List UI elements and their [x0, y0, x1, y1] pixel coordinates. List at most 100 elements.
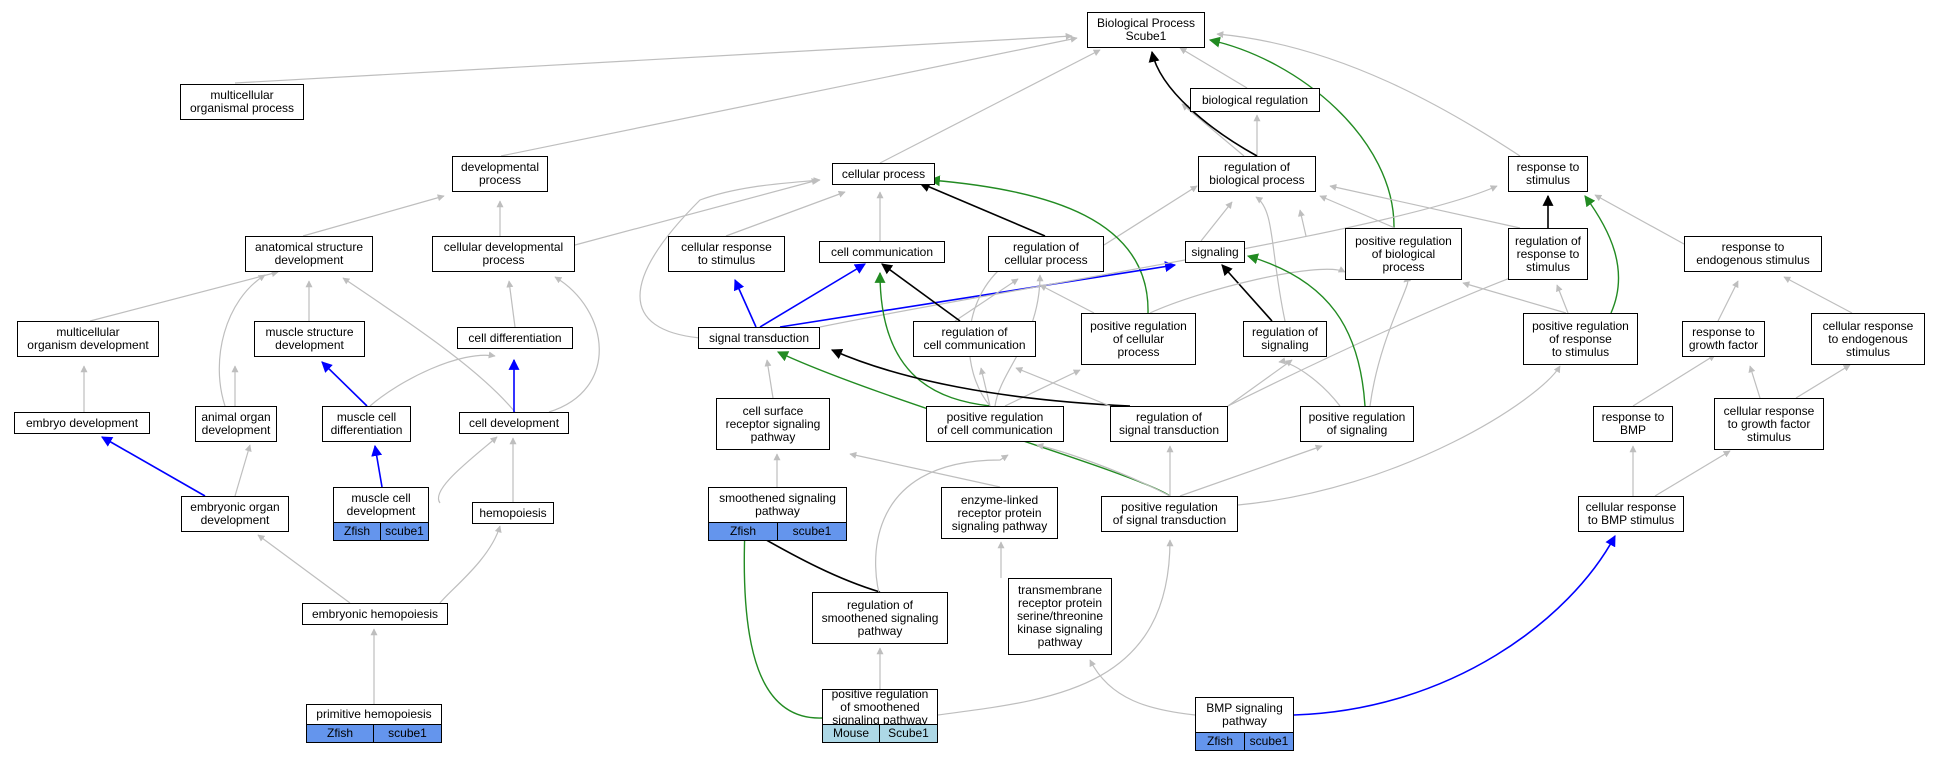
- part-of-edge: [101, 436, 206, 497]
- go-term-celldev[interactable]: cell development: [459, 412, 569, 434]
- gene-cell[interactable]: scube1: [777, 522, 847, 541]
- go-term-regsig[interactable]: regulation of signaling: [1243, 321, 1327, 357]
- go-term-mcdiff[interactable]: muscle cell differentiation: [322, 406, 411, 442]
- is-a-edge: [1556, 284, 1569, 314]
- go-term-bp[interactable]: Biological Process Scube1: [1087, 12, 1205, 48]
- is-a-edge: [1179, 47, 1248, 89]
- is-a-edge: [1036, 442, 1171, 497]
- go-term-posregrs[interactable]: positive regulation of response to stimu…: [1523, 313, 1638, 365]
- go-term-crtgf[interactable]: cellular response to growth factor stimu…: [1714, 398, 1824, 450]
- go-term-resp[interactable]: response to stimulus: [1508, 156, 1588, 192]
- go-term-cdp[interactable]: cellular developmental process: [432, 236, 575, 272]
- positively-regulates-edge: [739, 526, 823, 719]
- species-cell[interactable]: Zfish: [708, 522, 778, 541]
- is-a-edge: [574, 178, 819, 246]
- go-term-devproc[interactable]: developmental process: [452, 156, 548, 192]
- part-of-edge: [759, 263, 866, 328]
- go-term-cellcomm[interactable]: cell communication: [819, 241, 945, 263]
- go-term-regrs[interactable]: regulation of response to stimulus: [1508, 228, 1588, 280]
- go-term-erps[interactable]: enzyme-linked receptor protein signaling…: [941, 487, 1058, 539]
- is-a-edge: [234, 444, 252, 497]
- is-a-edge: [437, 436, 498, 504]
- go-term-cellproc[interactable]: cellular process: [832, 163, 935, 185]
- go-term-regshh[interactable]: regulation of smoothened signaling pathw…: [812, 592, 948, 644]
- is-a-edge: [1369, 275, 1412, 407]
- is-a-edge: [1654, 450, 1731, 497]
- go-term-mop[interactable]: multicellular organismal process: [180, 84, 304, 120]
- is-a-edge: [879, 49, 1101, 164]
- gene-cell[interactable]: scube1: [1244, 732, 1294, 751]
- is-a-edge: [979, 367, 991, 407]
- go-term-mod[interactable]: multicellular organism development: [17, 321, 159, 357]
- is-a-edge: [1298, 209, 1307, 237]
- go-term-phemo[interactable]: primitive hemopoiesis: [306, 704, 442, 725]
- go-term-celldiff[interactable]: cell differentiation: [457, 327, 573, 349]
- go-term-signaling[interactable]: signaling: [1185, 241, 1245, 263]
- go-term-posregcp[interactable]: positive regulation of cellular process: [1081, 313, 1196, 365]
- go-term-msd[interactable]: muscle structure development: [254, 321, 365, 357]
- positively-regulates-edge: [1584, 195, 1620, 314]
- is-a-edge: [937, 539, 1174, 716]
- regulates-edge: [918, 181, 1046, 237]
- go-term-crs[interactable]: cellular response to stimulus: [668, 236, 785, 272]
- go-term-tmrp[interactable]: transmembrane receptor protein serine/th…: [1008, 578, 1112, 655]
- part-of-edge: [779, 261, 1177, 328]
- go-term-ehemo[interactable]: embryonic hemopoiesis: [302, 603, 448, 625]
- positively-regulates-edge: [1246, 253, 1366, 407]
- go-term-shh[interactable]: smoothened signaling pathway: [708, 487, 847, 523]
- go-term-posregsig[interactable]: positive regulation of signaling: [1300, 406, 1414, 442]
- go-term-bmp[interactable]: BMP signaling pathway: [1195, 697, 1294, 733]
- go-term-posregcc[interactable]: positive regulation of cell communicatio…: [926, 406, 1064, 442]
- is-a-edge: [639, 177, 821, 339]
- go-term-mcdev[interactable]: muscle cell development: [333, 487, 429, 523]
- is-a-edge: [849, 451, 1001, 488]
- go-term-regbp[interactable]: regulation of biological process: [1198, 156, 1316, 192]
- is-a-edge: [1103, 185, 1198, 246]
- is-a-edge: [1149, 266, 1346, 314]
- is-a-edge: [1594, 194, 1685, 245]
- go-term-rtgf[interactable]: response to growth factor: [1682, 321, 1765, 357]
- go-term-bioreg[interactable]: biological regulation: [1190, 88, 1320, 112]
- go-term-rtes[interactable]: response to endogenous stimulus: [1684, 236, 1822, 272]
- part-of-edge: [1293, 535, 1616, 716]
- go-term-aod[interactable]: animal organ development: [195, 406, 277, 442]
- positively-regulates-edge: [874, 271, 991, 407]
- regulates-edge: [881, 263, 961, 322]
- go-term-hemo[interactable]: hemopoiesis: [472, 502, 554, 524]
- is-a-edge: [1216, 31, 1521, 157]
- species-cell[interactable]: Mouse: [822, 724, 880, 743]
- species-cell[interactable]: Zfish: [306, 724, 374, 743]
- is-a-edge: [1004, 369, 1081, 407]
- gene-cell[interactable]: scube1: [373, 724, 442, 743]
- go-term-regcp[interactable]: regulation of cellular process: [988, 236, 1104, 272]
- is-a-edge: [302, 194, 445, 237]
- go-term-posregshh[interactable]: positive regulation of smoothened signal…: [822, 687, 938, 726]
- is-a-edge: [1278, 357, 1341, 407]
- is-a-edge: [500, 35, 1078, 157]
- go-term-crtbmp[interactable]: cellular response to BMP stimulus: [1578, 496, 1684, 532]
- is-a-edge: [218, 274, 266, 407]
- is-a-edge: [1089, 659, 1196, 716]
- is-a-edge: [548, 276, 600, 413]
- go-term-rtbmp[interactable]: response to BMP: [1593, 406, 1673, 442]
- is-a-edge: [1227, 270, 1527, 407]
- go-term-eod[interactable]: embryonic organ development: [181, 496, 289, 532]
- part-of-edge: [371, 444, 383, 488]
- gene-cell[interactable]: Scube1: [879, 724, 938, 743]
- go-term-regcc[interactable]: regulation of cell communication: [913, 321, 1036, 357]
- is-a-edge: [1255, 196, 1286, 322]
- species-cell[interactable]: Zfish: [333, 522, 381, 541]
- regulates-edge: [830, 348, 1131, 407]
- is-a-edge: [1329, 183, 1521, 229]
- species-cell[interactable]: Zfish: [1195, 732, 1245, 751]
- go-term-csrsp[interactable]: cell surface receptor signaling pathway: [716, 398, 830, 450]
- go-term-posregbp[interactable]: positive regulation of biological proces…: [1345, 228, 1462, 280]
- go-term-posregst[interactable]: positive regulation of signal transducti…: [1101, 496, 1238, 532]
- go-term-crtes[interactable]: cellular response to endogenous stimulus: [1811, 313, 1925, 365]
- is-a-edge: [1039, 284, 1095, 314]
- go-term-regst[interactable]: regulation of signal transduction: [1110, 406, 1228, 442]
- go-term-asd[interactable]: anatomical structure development: [245, 236, 373, 272]
- gene-cell[interactable]: scube1: [380, 522, 429, 541]
- go-term-embdev[interactable]: embryo development: [14, 412, 150, 434]
- go-term-sigtrans[interactable]: signal transduction: [698, 327, 820, 349]
